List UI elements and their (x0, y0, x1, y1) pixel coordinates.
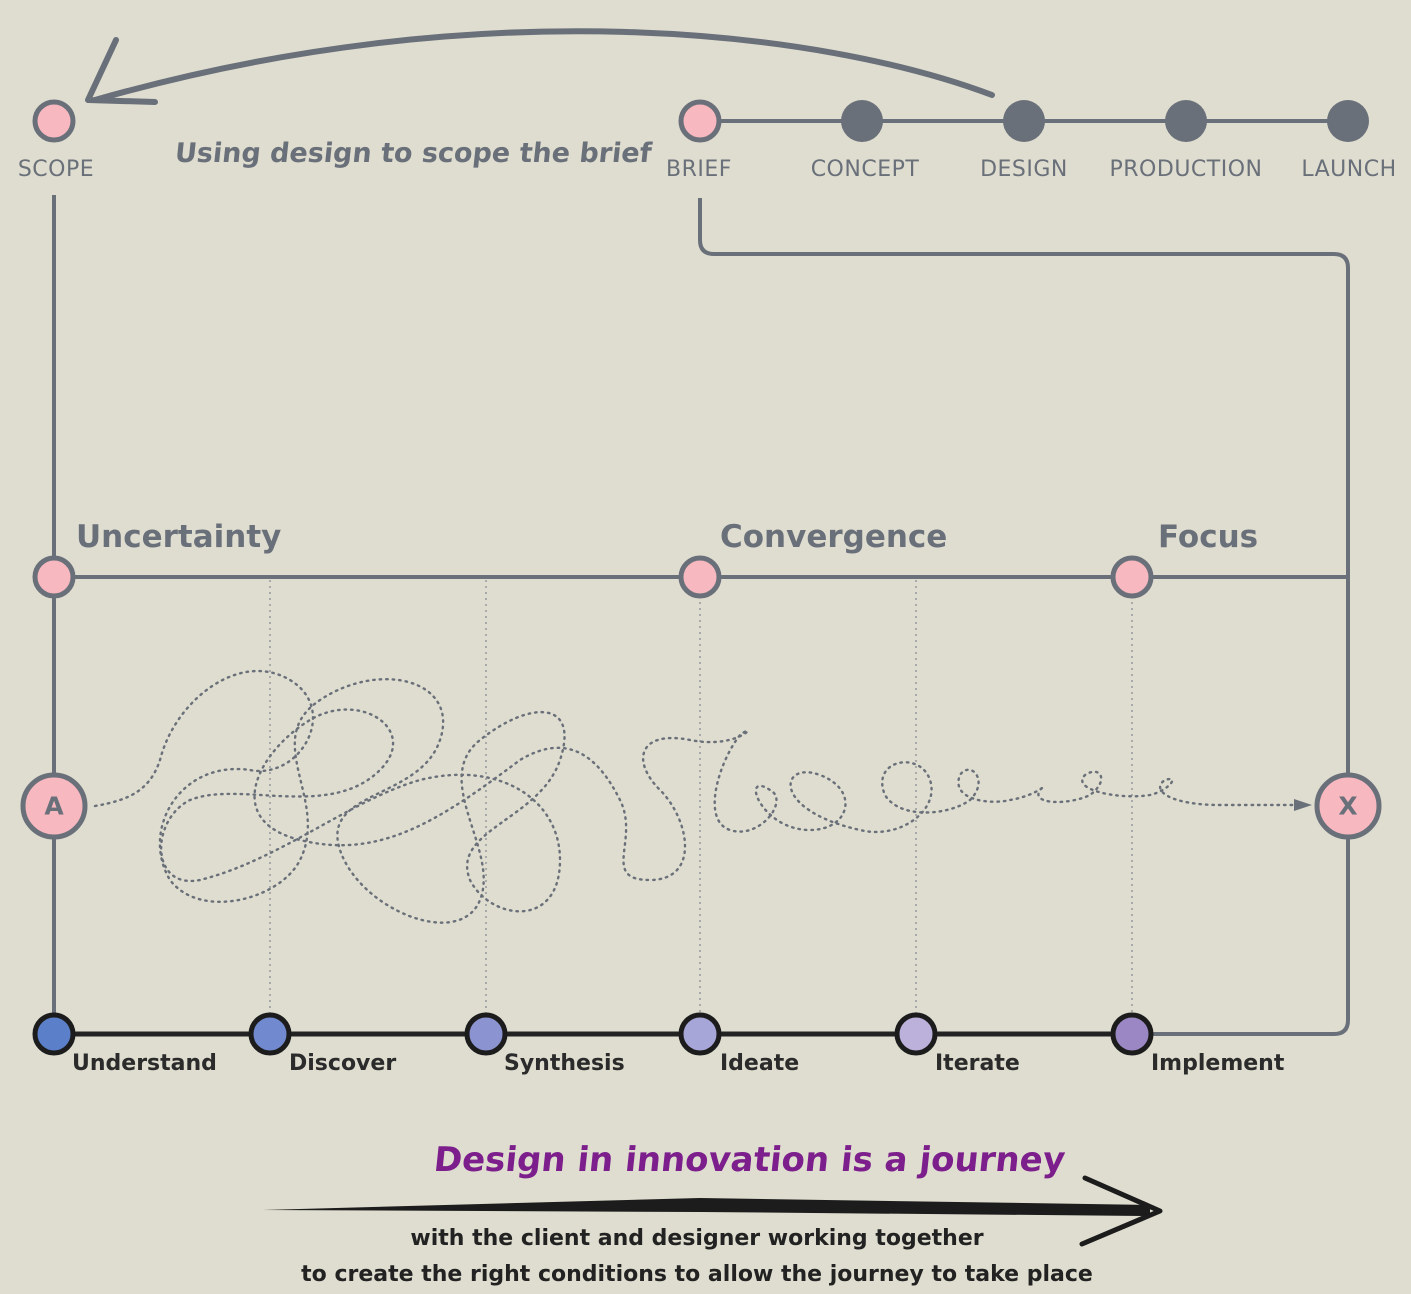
journey-arrow-head (1079, 1175, 1163, 1247)
journey-squiggle (93, 669, 1302, 924)
journey-arrow-shaft (263, 1198, 1150, 1216)
phase-label-uncertainty: Uncertainty (76, 519, 282, 555)
return-arrow (92, 28, 995, 103)
journey-subtitle-line2: to create the right conditions to allow … (301, 1262, 1093, 1287)
step-node-discover (248, 1012, 292, 1056)
stage-label-design: DESIGN (980, 157, 1068, 182)
stage-label-concept: CONCEPT (810, 157, 920, 182)
step-node-synthesis (464, 1012, 508, 1056)
step-label-synthesis: Synthesis (504, 1051, 625, 1076)
stage-label-launch: LAUNCH (1301, 157, 1397, 182)
step-node-implement (1110, 1012, 1154, 1056)
journey-subtitle-line1: with the client and designer working tog… (410, 1226, 984, 1251)
stage-node-design (1003, 100, 1045, 142)
end-node (1314, 772, 1382, 840)
end-node-letter: X (1338, 791, 1358, 821)
step-node-understand (32, 1012, 76, 1056)
stage-node-production (1165, 100, 1207, 142)
scope-node (32, 99, 76, 143)
step-label-ideate: Ideate (720, 1051, 800, 1076)
step-label-iterate: Iterate (935, 1051, 1020, 1076)
step-label-discover: Discover (289, 1051, 397, 1076)
stage-label-production: PRODUCTION (1109, 157, 1263, 182)
step-label-understand: Understand (72, 1051, 217, 1076)
scope-label: SCOPE (17, 157, 95, 182)
stage-node-launch (1327, 100, 1369, 142)
start-node-letter: A (44, 791, 64, 821)
phase-label-focus: Focus (1158, 519, 1259, 555)
step-node-iterate (894, 1012, 938, 1056)
scope-note: Using design to scope the brief (173, 138, 654, 169)
brief-connector (698, 198, 1350, 1036)
step-label-implement: Implement (1151, 1051, 1285, 1076)
phase-label-convergence: Convergence (720, 519, 948, 555)
step-node-ideate (678, 1012, 722, 1056)
stage-label-brief: BRIEF (666, 157, 732, 182)
journey-arrowhead (1294, 799, 1312, 811)
stage-node-concept (841, 100, 883, 142)
stage-node-brief (678, 99, 722, 143)
return-arrow-head (85, 37, 158, 105)
start-node (20, 772, 88, 840)
phase-node-focus (1110, 555, 1154, 599)
phase-node-uncertainty (32, 555, 76, 599)
journey-title: Design in innovation is a journey (431, 1140, 1068, 1180)
phase-node-convergence (678, 555, 722, 599)
